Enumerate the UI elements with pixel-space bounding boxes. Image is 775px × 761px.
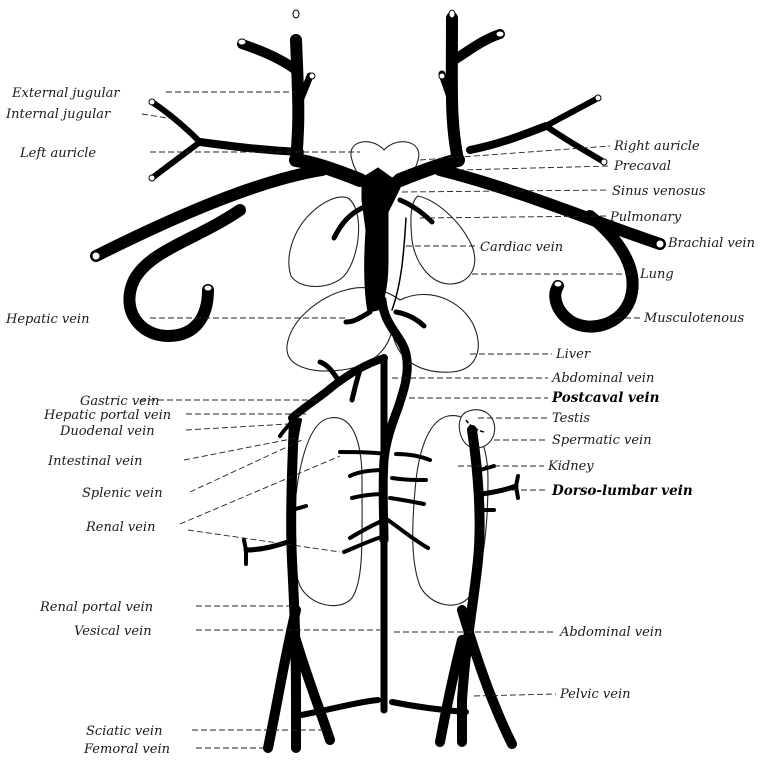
left-internal-jugular-lower <box>152 142 200 178</box>
label-brachial-vein: Brachial vein <box>667 236 755 251</box>
label-spermatic-vein: Spermatic vein <box>552 433 652 448</box>
sinus-venosus <box>362 168 408 312</box>
label-abdominal-vein-lower: Abdominal vein <box>559 625 662 640</box>
cap-right-jugular-top <box>449 10 455 18</box>
left-subclavian-vein <box>96 170 322 256</box>
cap-right-jugular-mid <box>439 73 445 79</box>
cap-left-jugular-mid <box>309 73 315 79</box>
label-cardiac-vein: Cardiac vein <box>480 240 563 255</box>
label-kidney: Kidney <box>547 459 594 474</box>
label-external-jugular: External jugular <box>11 86 120 101</box>
left-dorsolumbar-branch <box>244 540 246 564</box>
cap-left-musculo <box>204 285 212 291</box>
label-sinus-venosus: Sinus venosus <box>612 184 706 199</box>
label-testis: Testis <box>552 411 590 426</box>
label-pulmonary: Pulmonary <box>609 210 682 225</box>
right-labels: Right auricle Precaval Sinus venosus Pul… <box>480 139 755 702</box>
left-internal-jugular-vein <box>200 142 300 152</box>
right-subclavian-vein <box>440 170 660 244</box>
label-postcaval-vein: Postcaval vein <box>551 390 659 406</box>
cap-left-internal-upper <box>149 99 155 105</box>
label-intestinal-vein: Intestinal vein <box>47 454 142 469</box>
label-left-auricle: Left auricle <box>19 146 96 161</box>
cap-left-internal-lower <box>149 175 155 181</box>
right-internal-jugular-vein <box>470 126 546 150</box>
cap-right-brachial <box>656 240 664 248</box>
label-renal-vein: Renal vein <box>85 520 155 535</box>
label-internal-jugular: Internal jugular <box>5 107 111 122</box>
label-femoral-vein: Femoral vein <box>83 742 170 757</box>
renal-vein-1 <box>340 452 386 454</box>
label-abdominal-vein-upper: Abdominal vein <box>551 371 654 386</box>
label-vesical-vein: Vesical vein <box>74 624 152 639</box>
cap-right-jugular-upper <box>496 31 504 37</box>
label-duodenal-vein: Duodenal vein <box>59 424 155 439</box>
left-pelvic-vein <box>296 700 378 716</box>
right-pelvic-vein <box>392 702 466 712</box>
cap-left-jugular-upper <box>238 39 246 45</box>
left-jugular-branch-upper <box>242 44 296 70</box>
label-musculotenous: Musculotenous <box>643 311 744 326</box>
left-kidney-outline <box>293 418 362 606</box>
right-dorsolumbar-branch <box>516 476 518 498</box>
left-internal-jugular-upper <box>152 102 200 142</box>
organ-outlines <box>287 142 495 606</box>
label-gastric-vein: Gastric vein <box>80 394 159 409</box>
right-jugular-branch-upper <box>454 34 500 60</box>
renal-vein-r2 <box>392 478 426 480</box>
label-hepatic-vein: Hepatic vein <box>5 312 89 327</box>
left-femoral-vein <box>296 640 330 740</box>
right-internal-jugular-lower <box>546 126 604 162</box>
label-lung: Lung <box>639 267 674 282</box>
label-splenic-vein: Splenic vein <box>82 486 163 501</box>
cap-right-internal-lower <box>601 159 607 165</box>
label-pelvic-vein: Pelvic vein <box>559 687 631 702</box>
label-hepatic-portal-vein: Hepatic portal vein <box>43 408 171 423</box>
label-dorso-lumbar-vein: Dorso-lumbar vein <box>551 483 693 499</box>
right-external-jugular-vein <box>452 18 458 160</box>
left-labels: External jugular Internal jugular Left a… <box>5 86 171 757</box>
right-internal-jugular-upper <box>546 98 598 126</box>
left-renal-portal-vein <box>291 420 296 748</box>
cap-right-musculo <box>554 281 562 287</box>
cap-left-brachial <box>92 252 100 260</box>
label-liver: Liver <box>555 347 591 362</box>
label-renal-portal-vein: Renal portal vein <box>39 600 153 615</box>
label-sciatic-vein: Sciatic vein <box>86 724 162 739</box>
left-lung-outline <box>289 197 359 287</box>
right-sciatic-vein <box>462 610 512 744</box>
label-right-auricle: Right auricle <box>613 139 700 154</box>
cap-left-jugular-top <box>293 10 299 18</box>
cap-right-internal-upper <box>595 95 601 101</box>
label-precaval: Precaval <box>613 159 671 174</box>
